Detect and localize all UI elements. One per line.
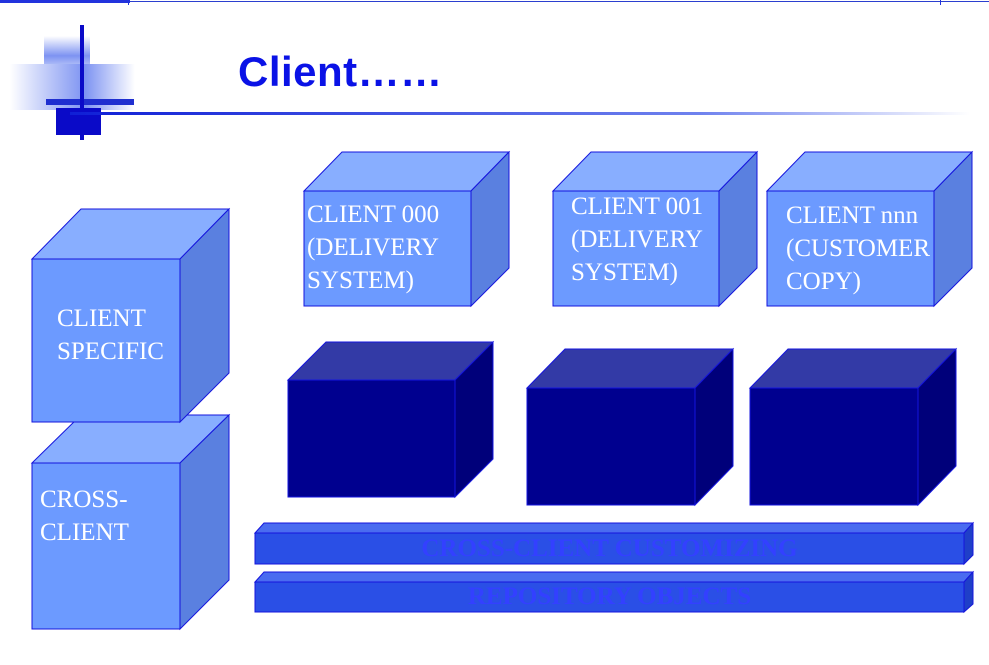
title-ornament-icon bbox=[10, 25, 135, 140]
cube-cross-client bbox=[30, 413, 231, 631]
cube-client-000 bbox=[302, 150, 511, 308]
client-001-label: CLIENT 001 (DELIVERY SYSTEM) bbox=[571, 193, 704, 286]
title-underline bbox=[70, 112, 970, 115]
bar-repository-objects bbox=[253, 570, 975, 614]
dark-cube-1 bbox=[286, 340, 495, 499]
slide-title: Client…… bbox=[238, 48, 443, 95]
dark-cube-3 bbox=[748, 347, 958, 507]
client-specific-label: CLIENT SPECIFIC bbox=[57, 305, 164, 365]
cross-client-label: CROSS- CLIENT bbox=[40, 486, 129, 546]
bar-cross-client-customizing bbox=[253, 521, 975, 566]
header-rule bbox=[0, 0, 989, 5]
cube-client-specific bbox=[30, 207, 231, 424]
dark-cube-2 bbox=[525, 347, 735, 507]
client-nnn-label: CLIENT nnn (CUSTOMER COPY) bbox=[786, 202, 931, 295]
cross-client-customizing-label: CROSS-CLIENT CUSTOMIZING bbox=[421, 535, 798, 562]
client-000-label: CLIENT 000 (DELIVERY SYSTEM) bbox=[307, 201, 440, 294]
cube-client-001 bbox=[551, 150, 759, 308]
repository-objects-label: REPOSITORY OBJECTS bbox=[467, 583, 752, 610]
cube-client-nnn bbox=[765, 150, 974, 308]
